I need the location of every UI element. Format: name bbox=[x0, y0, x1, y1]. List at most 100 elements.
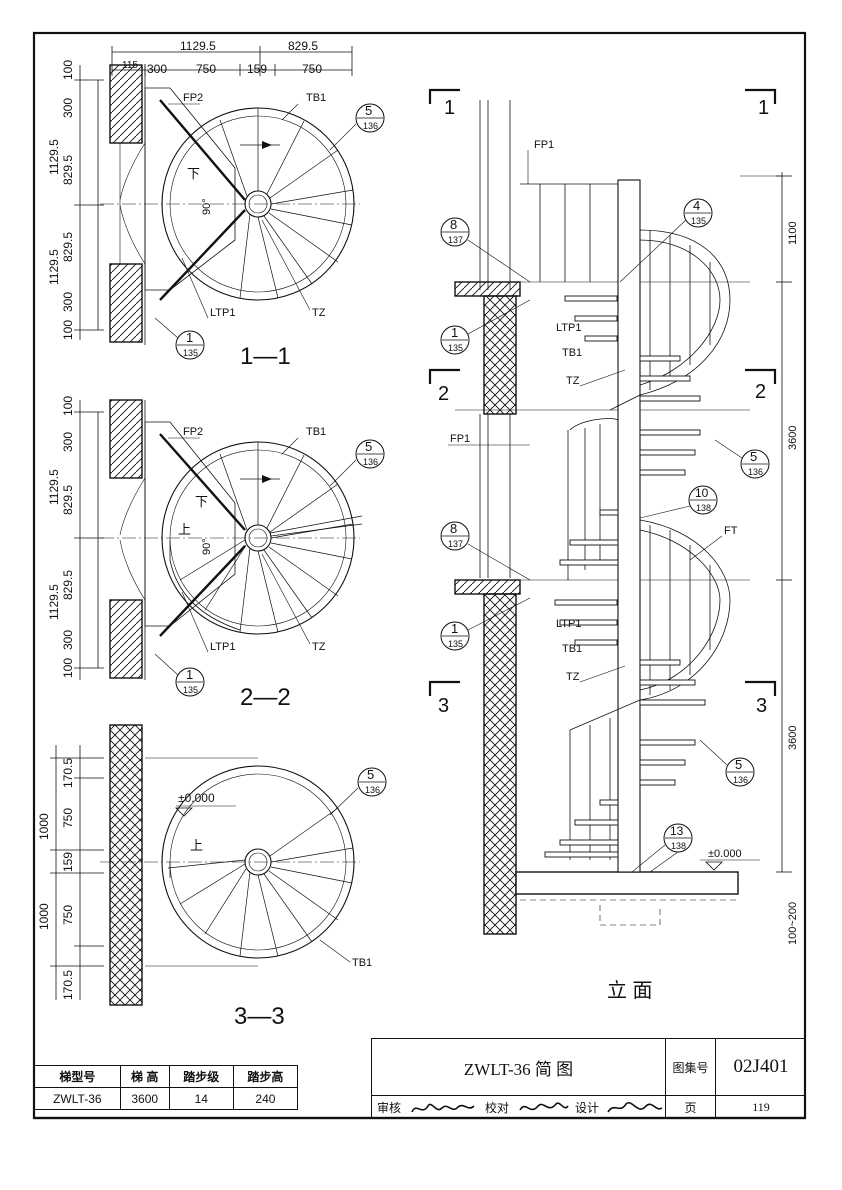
plan-1-1: 1129.5 829.5 115 300 750 159 750 100 300… bbox=[47, 39, 385, 370]
page-number: 119 bbox=[752, 1100, 770, 1114]
review-label: 审核 bbox=[376, 1101, 401, 1115]
dim-v300-a: 300 bbox=[61, 98, 75, 118]
label-ltp1-1: LTP1 bbox=[210, 307, 235, 319]
atlas-label: 图集号 bbox=[666, 1039, 716, 1096]
dim-v100-d: 100 bbox=[61, 658, 75, 678]
spec-steps: 14 bbox=[168, 1087, 234, 1110]
ref-1-1: 1 bbox=[186, 330, 193, 345]
dim-e3600-a: 3600 bbox=[787, 426, 799, 450]
check-signature-mark bbox=[519, 1101, 569, 1110]
ref-136-1: 136 bbox=[363, 121, 378, 131]
dim-v750-a: 750 bbox=[61, 808, 75, 828]
dim-v100-b: 100 bbox=[61, 320, 75, 340]
spec-header-steps: 踏步级 bbox=[168, 1065, 234, 1088]
ref-8-a: 8 bbox=[450, 217, 457, 232]
label-fp1-a: FP1 bbox=[534, 139, 554, 151]
label-ltp1-e1: LTP1 bbox=[556, 322, 581, 334]
check-label: 校对 bbox=[484, 1101, 509, 1115]
label-up-2: 上 bbox=[178, 522, 191, 537]
page-label: 页 bbox=[666, 1096, 716, 1119]
ref-135-2: 135 bbox=[183, 685, 198, 695]
ref-136-2: 136 bbox=[363, 457, 378, 467]
label-fp2-2: FP2 bbox=[183, 426, 203, 438]
spec-height: 3600 bbox=[119, 1087, 170, 1110]
ref-5-e1: 5 bbox=[750, 449, 757, 464]
title-block: ZWLT-36 简 图 图集号 02J401 审核 校对 设计 页 119 bbox=[371, 1038, 806, 1119]
label-down-2: 下 bbox=[195, 494, 208, 509]
spec-model: ZWLT-36 bbox=[34, 1087, 121, 1110]
ref-136-e2: 136 bbox=[733, 775, 748, 785]
ref-4: 4 bbox=[693, 198, 700, 213]
dim-v1129-a: 1129.5 bbox=[47, 139, 61, 175]
atlas-number: 02J401 bbox=[716, 1039, 806, 1096]
ref-1-e1: 1 bbox=[451, 325, 458, 340]
design-signature bbox=[602, 1096, 666, 1119]
dim-v750-b: 750 bbox=[61, 905, 75, 925]
dim-e3600-b: 3600 bbox=[787, 726, 799, 750]
dim-v1000-a: 1000 bbox=[37, 813, 51, 840]
label-ft: FT bbox=[724, 525, 738, 537]
label-zero-e: ±0.000 bbox=[708, 848, 742, 860]
label-fp1-b: FP1 bbox=[450, 433, 470, 445]
ref-136-e1: 136 bbox=[748, 467, 763, 477]
ref-137-b: 137 bbox=[448, 539, 463, 549]
label-tz-e1: TZ bbox=[566, 375, 580, 387]
label-tb1-e2: TB1 bbox=[562, 643, 582, 655]
label-down-1: 下 bbox=[187, 166, 200, 181]
angle-90-1: 90° bbox=[201, 198, 213, 215]
ref-136-3: 136 bbox=[365, 785, 380, 795]
plan-2-2: 100 300 1129.5 829.5 1129.5 829.5 300 10… bbox=[47, 396, 385, 711]
ref-135-1: 135 bbox=[183, 348, 198, 358]
review-signature bbox=[406, 1096, 480, 1119]
ref-1-e2: 1 bbox=[451, 621, 458, 636]
dim-v170-a: 170.5 bbox=[61, 758, 75, 788]
drawing-title: ZWLT-36 简 图 bbox=[372, 1039, 666, 1096]
dim-v1129-b: 1129.5 bbox=[47, 249, 61, 285]
ref-8-b: 8 bbox=[450, 521, 457, 536]
review-signature-mark bbox=[411, 1103, 475, 1112]
cut-1-right: 1 bbox=[758, 97, 769, 119]
dim-v300-d: 300 bbox=[61, 630, 75, 650]
label-tb1-e1: TB1 bbox=[562, 347, 582, 359]
dim-v159: 159 bbox=[61, 852, 75, 872]
dim-top-a: 1129.5 bbox=[180, 39, 216, 53]
elevation: 1 1 2 2 3 3 bbox=[428, 88, 799, 1002]
dim-v829-b: 829.5 bbox=[61, 232, 75, 262]
design-signature-mark bbox=[606, 1101, 662, 1112]
dim-v100-a: 100 bbox=[61, 60, 75, 80]
plan-3-3: 170.5 750 1000 159 1000 750 170.5 ±0.000 bbox=[37, 724, 387, 1030]
dim-v829-c: 829.5 bbox=[61, 485, 75, 515]
cut-3-left: 3 bbox=[438, 695, 449, 717]
elevation-title: 立 面 bbox=[607, 979, 653, 1002]
check-signature bbox=[514, 1096, 572, 1119]
label-ltp1-e2: LTP1 bbox=[556, 618, 581, 630]
label-up-3: 上 bbox=[190, 838, 203, 853]
dim-v300-b: 300 bbox=[61, 292, 75, 312]
ref-5-e2: 5 bbox=[735, 757, 742, 772]
dim-v300-c: 300 bbox=[61, 432, 75, 452]
ref-137-a: 137 bbox=[448, 235, 463, 245]
label-tz-2: TZ bbox=[312, 641, 326, 653]
label-tz-1: TZ bbox=[312, 307, 326, 319]
label-ltp1-2: LTP1 bbox=[210, 641, 235, 653]
dim-v100-c: 100 bbox=[61, 396, 75, 416]
spec-table: 梯型号 梯 高 踏步级 踏步高 ZWLT-36 3600 14 240 bbox=[34, 1065, 299, 1110]
label-tb1-3: TB1 bbox=[352, 957, 372, 969]
label-tz-e2: TZ bbox=[566, 671, 580, 683]
sheet-border bbox=[32, 31, 807, 1120]
spec-header-step-height: 踏步高 bbox=[232, 1065, 299, 1088]
cut-1-left: 1 bbox=[444, 97, 455, 119]
cut-2-right: 2 bbox=[755, 381, 766, 403]
spec-data-row: ZWLT-36 3600 14 240 bbox=[34, 1087, 299, 1110]
label-fp2-1: FP2 bbox=[183, 92, 203, 104]
dim-top-f: 750 bbox=[302, 62, 322, 76]
ref-10: 10 bbox=[695, 486, 709, 500]
spec-step-height: 240 bbox=[232, 1087, 299, 1110]
dim-v1129-c: 1129.5 bbox=[47, 469, 61, 505]
ref-5-3: 5 bbox=[367, 767, 374, 782]
dim-e1100: 1100 bbox=[787, 221, 799, 245]
ref-135-e2: 135 bbox=[448, 639, 463, 649]
section-title-3-3: 3—3 bbox=[234, 1003, 285, 1030]
ref-13: 13 bbox=[670, 824, 684, 838]
dim-top-b: 829.5 bbox=[288, 39, 318, 53]
